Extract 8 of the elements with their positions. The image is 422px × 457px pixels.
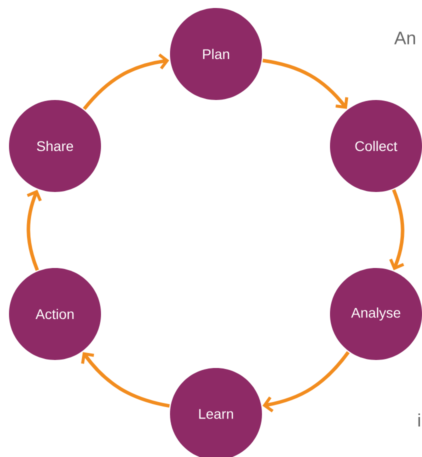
arrow — [262, 351, 350, 412]
text-fragment: i — [418, 413, 420, 427]
arrow — [389, 189, 404, 270]
arrow — [26, 190, 42, 271]
arrow — [82, 53, 170, 110]
arrow — [81, 352, 170, 408]
arrow — [262, 58, 348, 109]
text-fragment: An — [394, 32, 416, 44]
